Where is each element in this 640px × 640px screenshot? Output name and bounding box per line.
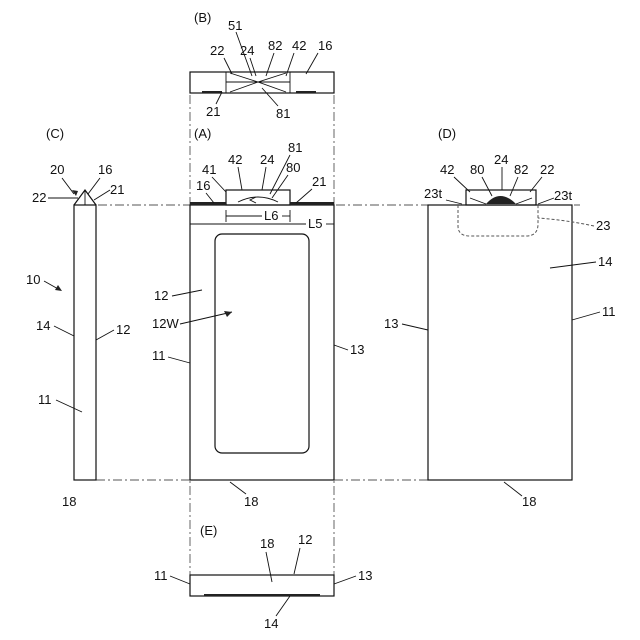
label-b-21: 21 — [206, 104, 220, 119]
label-a-12w: 12W — [152, 316, 179, 331]
label-a-16: 16 — [196, 178, 210, 193]
view-a-body — [190, 205, 334, 480]
label-a-12: 12 — [154, 288, 168, 303]
view-b-fold-lower — [230, 82, 286, 92]
label-e-12: 12 — [298, 532, 312, 547]
view-e: (E) 18 12 11 13 14 — [154, 523, 372, 631]
label-d-22: 22 — [540, 162, 554, 177]
label-d-23: 23 — [596, 218, 610, 233]
label-a-80: 80 — [286, 160, 300, 175]
label-L6: L6 — [264, 208, 278, 223]
label-a-41: 41 — [202, 162, 216, 177]
view-b-body — [190, 72, 334, 93]
label-c-14: 14 — [36, 318, 50, 333]
label-d-42: 42 — [440, 162, 454, 177]
label-a-81: 81 — [288, 140, 302, 155]
label-b-82: 82 — [268, 38, 282, 53]
label-a-42: 42 — [228, 152, 242, 167]
label-d-80: 80 — [470, 162, 484, 177]
label-d-14: 14 — [598, 254, 612, 269]
label-d-82: 82 — [514, 162, 528, 177]
label-a-21: 21 — [312, 174, 326, 189]
label-d-23t-left: 23t — [424, 186, 442, 201]
label-c-21: 21 — [110, 182, 124, 197]
label-c-10: 10 — [26, 272, 40, 287]
label-c-11: 11 — [38, 392, 52, 407]
label-c-20: 20 — [50, 162, 64, 177]
label-a-13: 13 — [350, 342, 364, 357]
view-d-recess — [458, 205, 538, 236]
view-a: (A) L6 L5 41 42 24 81 80 16 21 12 12W — [152, 126, 364, 509]
label-b-24: 24 — [240, 43, 254, 58]
label-b-42: 42 — [292, 38, 306, 53]
label-c-18: 18 — [62, 494, 76, 509]
label-a-18: 18 — [244, 494, 258, 509]
view-d-title: (D) — [438, 126, 456, 141]
label-e-13: 13 — [358, 568, 372, 583]
view-c-title: (C) — [46, 126, 64, 141]
label-b-81: 81 — [276, 106, 290, 121]
view-b-title: (B) — [194, 10, 211, 25]
view-a-cap — [226, 190, 290, 205]
label-b-16: 16 — [318, 38, 332, 53]
label-d-23t-right: 23t — [554, 188, 572, 203]
label-e-11: 11 — [154, 568, 168, 583]
label-d-18: 18 — [522, 494, 536, 509]
label-c-12: 12 — [116, 322, 130, 337]
label-e-14: 14 — [264, 616, 278, 631]
label-L5: L5 — [308, 216, 322, 231]
view-d-lid — [486, 196, 516, 204]
label-b-22: 22 — [210, 43, 224, 58]
alignment-lines — [96, 95, 580, 575]
view-b-fold-upper — [230, 73, 286, 82]
view-a-title: (A) — [194, 126, 211, 141]
view-d-body — [428, 205, 572, 480]
label-d-24: 24 — [494, 152, 508, 167]
label-d-13: 13 — [384, 316, 398, 331]
label-a-24: 24 — [260, 152, 274, 167]
label-a-11: 11 — [152, 348, 166, 363]
label-e-18: 18 — [260, 536, 274, 551]
view-a-window — [215, 234, 309, 453]
view-e-title: (E) — [200, 523, 217, 538]
view-c-body — [74, 205, 96, 480]
view-c: (C) 20 16 22 21 10 14 12 11 18 — [26, 126, 130, 509]
label-c-16: 16 — [98, 162, 112, 177]
label-d-11: 11 — [602, 304, 616, 319]
view-e-body — [190, 575, 334, 596]
view-d: (D) 42 80 24 82 22 23t 23t 23 14 13 11 1… — [384, 126, 616, 509]
label-c-22: 22 — [32, 190, 46, 205]
label-b-51: 51 — [228, 18, 242, 33]
view-b: (B) 51 22 24 82 42 16 21 81 — [190, 10, 334, 121]
